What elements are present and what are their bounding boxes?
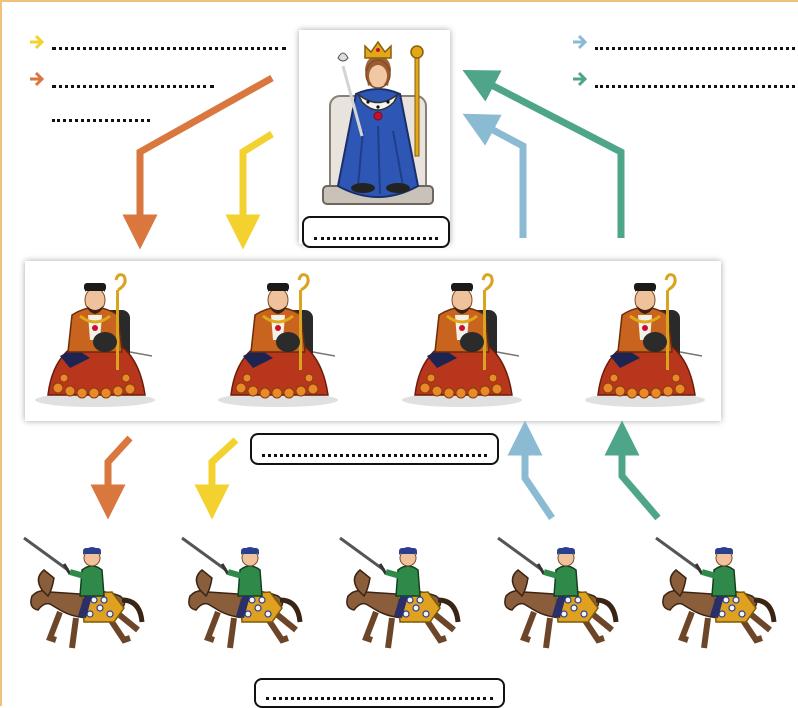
arrow-orange-down-2	[108, 438, 130, 502]
arrow-green-up-1	[478, 78, 621, 238]
arrow-orange-down-1	[140, 78, 272, 232]
arrow-green-up-2	[622, 438, 658, 518]
arrow-blue-up-2	[525, 438, 552, 518]
arrow-yellow-down-2	[212, 440, 236, 502]
arrow-blue-up-1	[478, 122, 523, 238]
arrow-yellow-down-1	[243, 134, 272, 232]
